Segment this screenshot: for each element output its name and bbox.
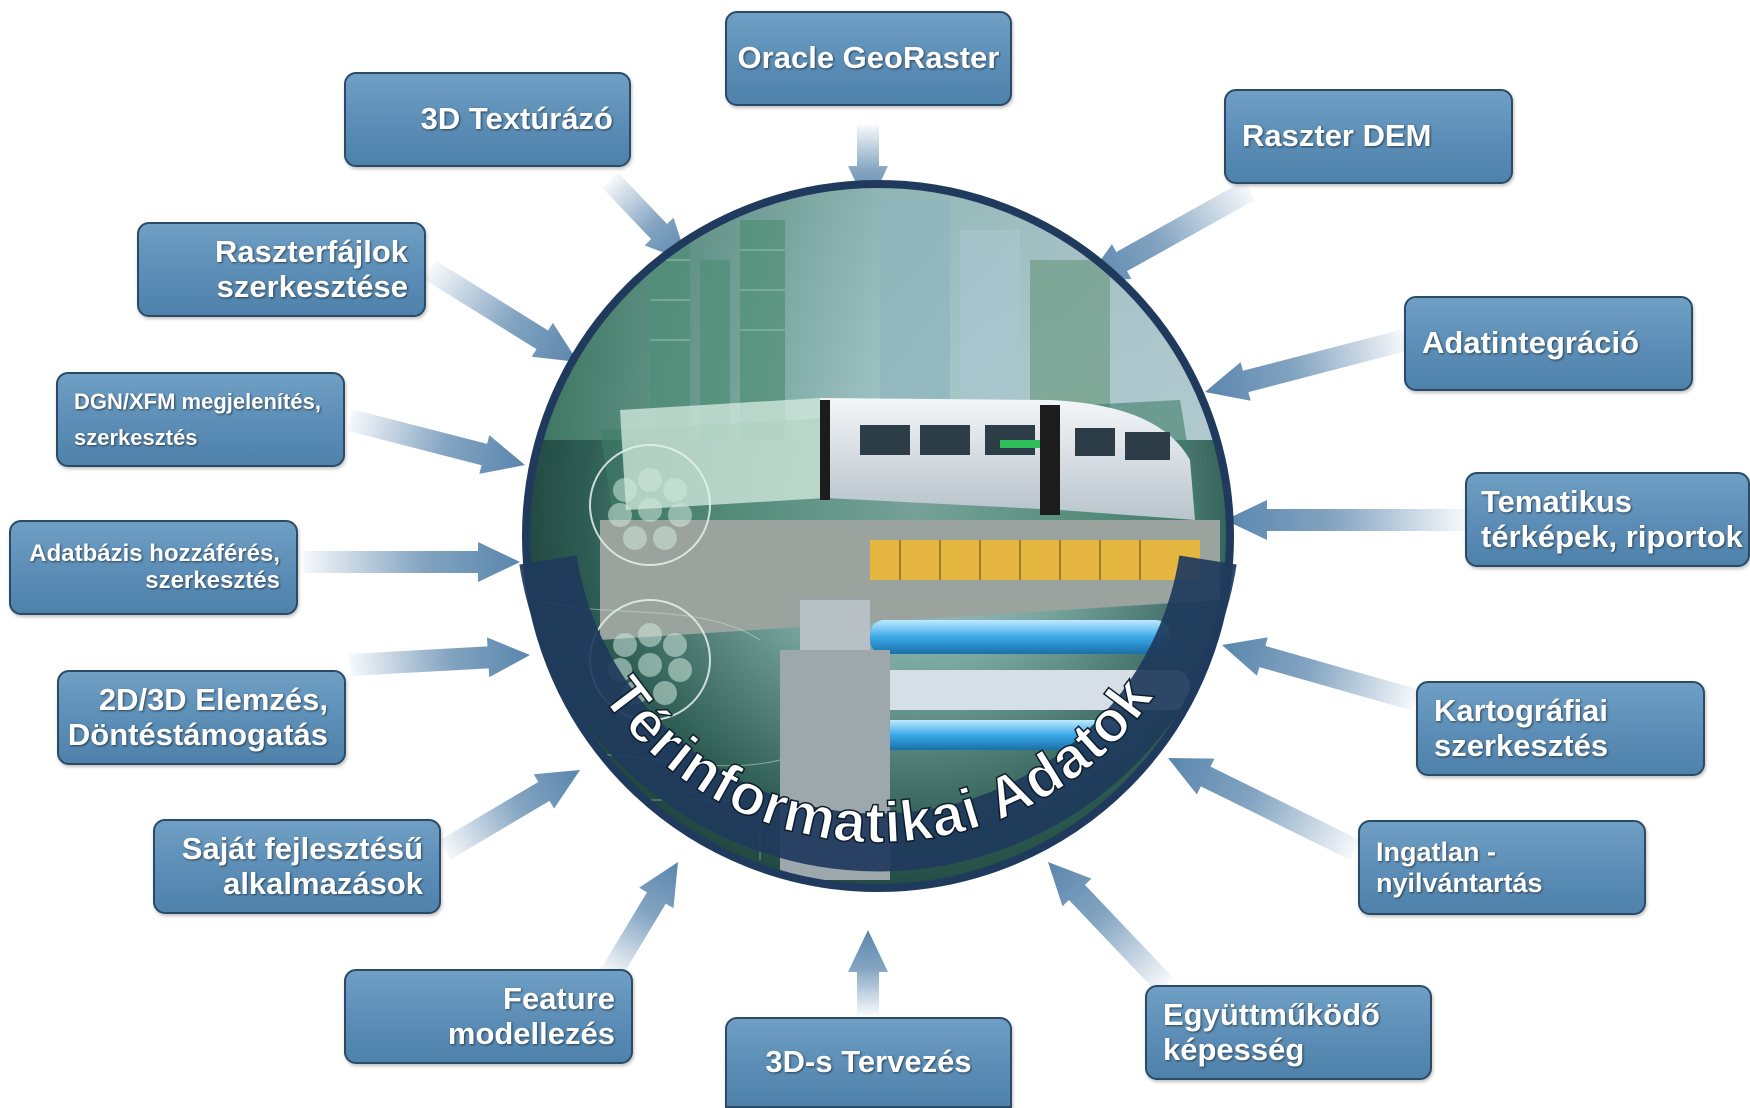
box-3d-texturazo: 3D Textúrázó <box>344 72 631 167</box>
arrow-3d-tervezes <box>848 930 888 1015</box>
arrow-feature-modellezes <box>600 861 679 981</box>
title-ring <box>519 555 1237 872</box>
box-egyuttmukodo: Együttműködő képesség <box>1145 985 1432 1080</box>
arrow-raszter-dem <box>1085 180 1256 282</box>
box-adatintegracio: Adatintegráció <box>1404 296 1693 391</box>
arrow-tematikus <box>1225 500 1465 540</box>
box-adatbazis: Adatbázis hozzáférés, szerkesztés <box>9 520 298 615</box>
arrow-adatintegracio <box>1205 329 1408 401</box>
arrow-egyuttmukodo <box>1047 861 1173 993</box>
box-raszter-dem: Raszter DEM <box>1224 89 1513 184</box>
arrow-kartografiai <box>1221 637 1419 711</box>
arrow-ingatlan <box>1167 757 1360 860</box>
circle-rim <box>522 180 1234 892</box>
arrow-elemzes <box>349 637 531 678</box>
box-oracle-georaster: Oracle GeoRaster <box>725 11 1012 106</box>
box-raszterfajlok: Raszterfájlok szerkesztése <box>137 222 426 317</box>
arrow-dgn-xfm <box>347 409 525 474</box>
arrow-group <box>303 125 1465 1015</box>
arrow-oracle-georaster <box>848 125 888 208</box>
arrow-adatbazis <box>303 542 520 582</box>
box-kartografiai: Kartográfiai szerkesztés <box>1416 681 1705 776</box>
box-ingatlan: Ingatlan - nyilvántartás <box>1358 820 1646 915</box>
box-tematikus: Tematikus térképek, riportok <box>1465 472 1750 567</box>
arrow-sajat-fejlesztesu <box>439 769 581 860</box>
arrow-raszterfajlok <box>424 260 578 362</box>
box-dgn-xfm: DGN/XFM megjelenítés, szerkesztés <box>56 372 345 467</box>
box-feature-modellezes: Feature modellezés <box>344 969 633 1064</box>
box-elemzes: 2D/3D Elemzés, Döntéstámogatás <box>57 670 346 765</box>
box-sajat-fejlesztesu: Saját fejlesztésű alkalmazások <box>153 819 441 914</box>
arrow-3d-texturazo <box>602 172 688 262</box>
box-3d-tervezes: 3D-s Tervezés <box>725 1017 1012 1108</box>
